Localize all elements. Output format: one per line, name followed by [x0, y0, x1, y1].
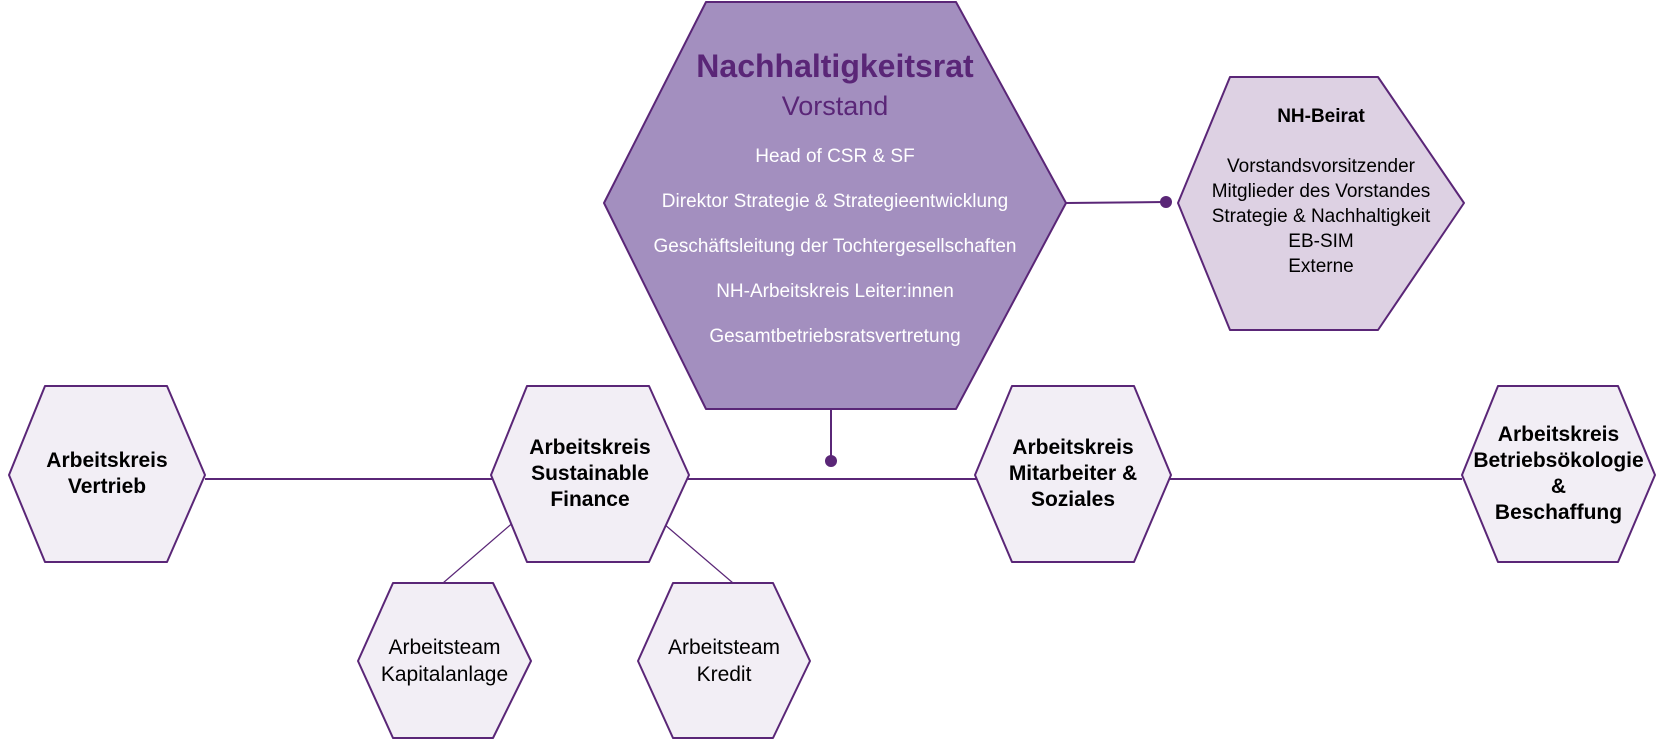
nh-beirat-member: Externe — [1288, 256, 1354, 277]
arbeitskreis-sustainable-finance-line: Sustainable — [531, 462, 649, 485]
connector-sf-to-kredit — [663, 523, 734, 584]
nh-beirat-title: NH-Beirat — [1277, 106, 1365, 127]
arbeitskreis-mitarbeiter-line: Mitarbeiter & — [1008, 462, 1138, 485]
arbeitskreis-betriebsoekologie-hexagon — [1461, 385, 1656, 563]
nh-beirat-hexagon — [1177, 76, 1465, 331]
arbeitsteam-kredit-line: Kredit — [696, 662, 752, 686]
arbeitsteam-kapitalanlage-line: Arbeitsteam — [388, 635, 501, 659]
arbeitsteam-kredit-line: Arbeitsteam — [667, 635, 781, 659]
arbeitskreis-mitarbeiter-line: Arbeitskreis — [1012, 436, 1134, 459]
nh-beirat-member: Mitglieder des Vorstandes — [1211, 181, 1431, 202]
arbeitskreis-vertrieb-label: Arbeitskreis Vertrieb — [9, 386, 205, 562]
nachhaltigkeitsrat-member: Direktor Strategie & Strategieentwicklun… — [661, 191, 1009, 212]
arbeitskreis-betriebsoekologie-line: Beschaffung — [1494, 501, 1623, 524]
connector-rat-to-beirat — [1065, 201, 1167, 204]
nachhaltigkeitsrat-label: Nachhaltigkeitsrat Vorstand Head of CSR … — [604, 46, 1066, 378]
nh-beirat-member: Strategie & Nachhaltigkeit — [1211, 206, 1431, 227]
arbeitskreis-mitarbeiter-line: Soziales — [1030, 488, 1116, 511]
arbeitskreis-mitarbeiter-label: Arbeitskreis Mitarbeiter & Soziales — [975, 386, 1171, 562]
arbeitsteam-kredit-label: Arbeitsteam Kredit — [638, 583, 810, 738]
arbeitskreis-sustainable-finance-label: Arbeitskreis Sustainable Finance — [491, 386, 689, 562]
nachhaltigkeitsrat-hexagon — [603, 1, 1067, 410]
arbeitskreis-betriebsoekologie-line: Arbeitskreis — [1497, 423, 1620, 446]
nachhaltigkeitsrat-member: NH-Arbeitskreis Leiter:innen — [716, 281, 954, 302]
arbeitskreis-betriebsoekologie-line: Betriebsökologie — [1473, 449, 1644, 472]
nachhaltigkeitsrat-member: Gesamtbetriebsratsvertretung — [709, 326, 961, 347]
arbeitskreis-vertrieb-line: Arbeitskreis — [46, 449, 168, 472]
arbeitsteam-kapitalanlage-label: Arbeitsteam Kapitalanlage — [358, 583, 531, 738]
connector-dot-bus — [825, 455, 837, 467]
arbeitskreis-vertrieb-line: Vertrieb — [67, 475, 147, 498]
arbeitskreis-sustainable-finance-line: Arbeitskreis — [529, 436, 651, 459]
arbeitskreis-mitarbeiter-hexagon — [974, 385, 1172, 563]
arbeitskreis-vertrieb-hexagon — [8, 385, 206, 563]
arbeitsteam-kredit-hexagon — [637, 582, 811, 739]
connector-dot-beirat — [1160, 196, 1172, 208]
nh-beirat-member: EB-SIM — [1288, 231, 1354, 252]
nachhaltigkeitsrat-member: Geschäftsleitung der Tochtergesellschaft… — [653, 236, 1017, 257]
nachhaltigkeitsrat-subtitle: Vorstand — [781, 91, 889, 121]
arbeitskreis-sustainable-finance-hexagon — [490, 385, 690, 563]
nachhaltigkeitsrat-member: Head of CSR & SF — [755, 146, 915, 167]
arbeitskreis-betriebsoekologie-label: Arbeitskreis Betriebsökologie & Beschaff… — [1462, 386, 1655, 562]
arbeitsteam-kapitalanlage-line: Kapitalanlage — [380, 662, 509, 686]
arbeitskreis-betriebsoekologie-line: & — [1550, 475, 1567, 498]
nh-beirat-member: Vorstandsvorsitzender — [1227, 156, 1415, 177]
arbeitskreis-sustainable-finance-line: Finance — [550, 488, 630, 511]
connector-sf-to-kapitalanlage — [442, 519, 517, 584]
nachhaltigkeitsrat-title: Nachhaltigkeitsrat — [696, 48, 974, 84]
arbeitsteam-kapitalanlage-hexagon — [357, 582, 532, 739]
nh-beirat-label: NH-Beirat Vorstandsvorsitzender Mitglied… — [1178, 104, 1464, 284]
